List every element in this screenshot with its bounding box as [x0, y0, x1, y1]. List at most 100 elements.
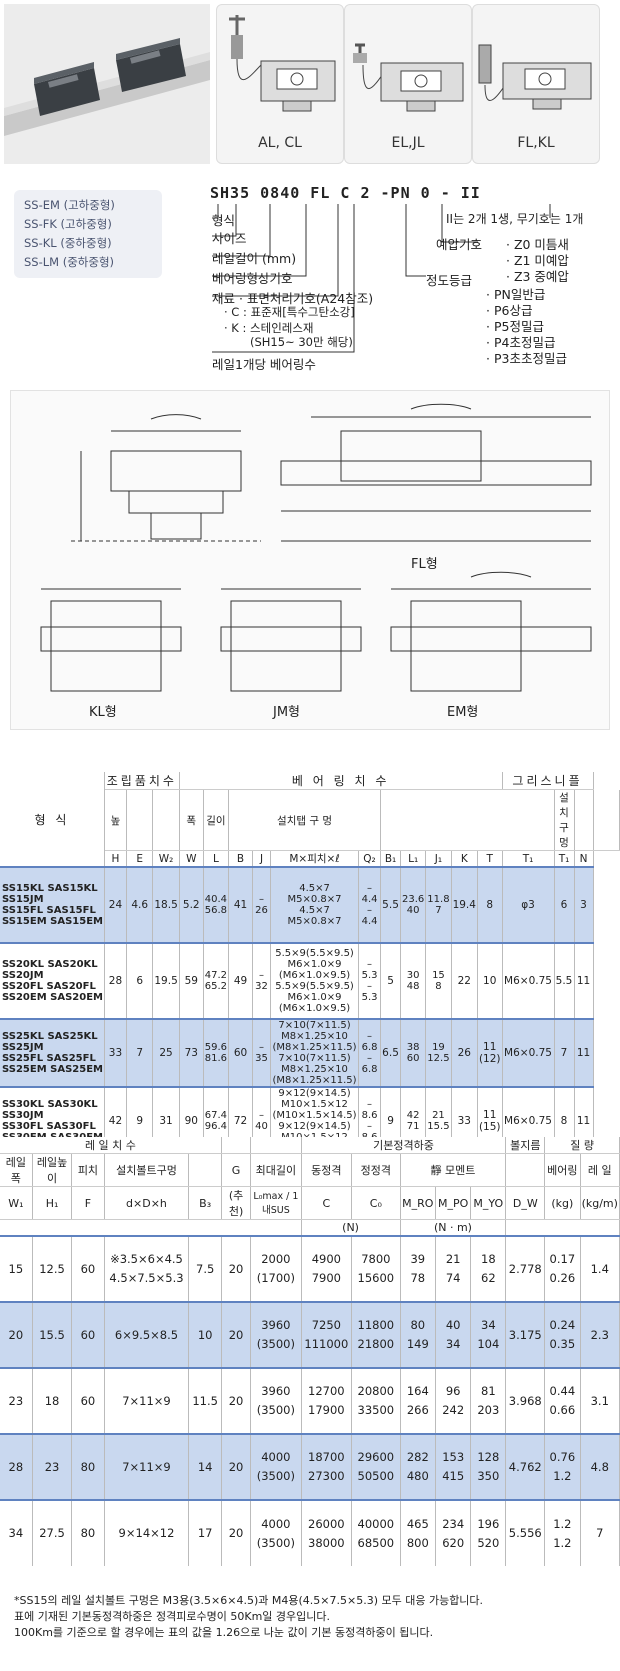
cell-line: 128 [477, 1450, 500, 1464]
cell-line: 40000 [357, 1516, 395, 1531]
cell-b3: 10 [188, 1300, 222, 1368]
cell-line: 4000 [261, 1516, 291, 1531]
cell-mass-rail: 3.1 [580, 1366, 620, 1434]
cell-bolt: 9×14×12 [104, 1498, 190, 1566]
cell-line: SS30KL SAS30KL [2, 1099, 98, 1110]
cell-line: – [367, 1053, 373, 1064]
product-photo [4, 4, 210, 164]
cell-line: 8 [435, 981, 442, 992]
cell-line: 96.4 [204, 1121, 228, 1132]
cell-line: 32 [255, 981, 268, 992]
cell-line: 47.2 [204, 970, 228, 981]
cell-line: 104 [477, 1337, 500, 1351]
cell-line: 4900 [311, 1252, 341, 1266]
cell-line: 40 [406, 905, 420, 916]
cell-line: 465 [406, 1516, 429, 1531]
cell-w: 5.2 [179, 866, 204, 943]
cell-line: 67.4 [204, 1110, 228, 1121]
cell-w: 59 [179, 942, 204, 1019]
cell-f: 80 [71, 1432, 105, 1500]
cell-e: 4.6 [126, 866, 154, 943]
code-label: 레일길이 (mm) [212, 251, 297, 266]
cell-hole: φ3 [502, 866, 555, 943]
cell-line: (M10×1.5×14.5) [272, 1110, 357, 1121]
cell-t: 8 [477, 866, 503, 943]
cell-g: 20 [221, 1234, 252, 1302]
cell-line: 266 [406, 1403, 429, 1417]
cell-line: 30 [406, 970, 420, 981]
cell-line: 5.5×9(5.5×9.5) [275, 981, 354, 992]
cell-line: 18700 [308, 1450, 345, 1464]
cell-line: 0.76 [549, 1450, 576, 1464]
cell-line: – [367, 1121, 373, 1132]
cell-line: SS20FL SAS20FL [2, 981, 96, 992]
cell-line: 35 [255, 1053, 268, 1064]
code-label: · C : 표준재[특수그탄소강] [224, 305, 355, 319]
th2b: M_YO [470, 1186, 507, 1220]
cell-line: 15 [432, 970, 445, 981]
cell-t1: 5.5 [554, 942, 575, 1019]
cell-line: 21800 [357, 1337, 395, 1351]
cell-line: 34 [481, 1318, 496, 1332]
cell-line: (3500) [256, 1403, 295, 1417]
cell-line: 5.3 [361, 992, 378, 1003]
cell-h1: 12.5 [32, 1234, 73, 1302]
cell-bolt: 7×11×9 [104, 1366, 190, 1434]
cell-line: 74 [445, 1271, 461, 1285]
th2b: (추천) [221, 1186, 252, 1220]
cell-line: 48 [406, 981, 420, 992]
code-label: 레일1개당 베어링수 [212, 357, 316, 372]
cell-line: 5.5×9(5.5×9.5) [275, 948, 354, 959]
th-height: 높 [104, 789, 127, 851]
cell-line: 7 [435, 905, 442, 916]
cell-mass-rail: 1.4 [580, 1234, 620, 1302]
th2: 베어링 [544, 1153, 581, 1187]
th-col: J [252, 850, 272, 868]
accuracy-item: · P6상급 [486, 303, 533, 318]
cell-line: 3960 [261, 1318, 291, 1332]
cell-line: SS25JM [2, 1042, 44, 1053]
th-col: W₂ [152, 850, 180, 868]
cell-line: 242 [442, 1403, 465, 1417]
th-col: L₁ [400, 850, 427, 868]
th-col: B₁ [380, 850, 402, 868]
cell-line: 27300 [308, 1469, 345, 1483]
cell-line: M10×1.5×12 [281, 1099, 348, 1110]
cell-q2: –4.4–4.4 [358, 866, 382, 943]
cell-line: 26000 [308, 1516, 345, 1531]
drawing-label-jm: JM형 [273, 705, 301, 720]
cell-t: 11 (12) [477, 1018, 503, 1087]
th-rail: 레 일 치 수 [0, 1137, 222, 1154]
cell-line: M5×0.8×7 [287, 894, 342, 905]
cell-line: 149 [406, 1337, 429, 1351]
cell-w1: 15 [0, 1234, 33, 1302]
cell-line: 78 [410, 1271, 426, 1285]
th-col: H [104, 850, 127, 868]
cell-lmax: 4000(3500) [250, 1498, 302, 1566]
cell-f: 80 [71, 1498, 105, 1566]
cell-h: 24 [104, 866, 127, 943]
cell-line: 8.6 [361, 1110, 378, 1121]
cell-j: –26 [252, 866, 272, 943]
code-label: 사이즈 [212, 231, 247, 246]
units-nm: (N · m) [400, 1219, 507, 1236]
th2b: W₁ [0, 1186, 33, 1220]
cell-line: – [367, 1099, 373, 1110]
th2: 피치 [71, 1153, 105, 1187]
units-n: (N) [301, 1219, 401, 1236]
cell-line: 7×10(7×11.5) [278, 1020, 351, 1031]
rail-dimension-table: 레 일 치 수 기본정격하중 볼지름 질 량 레일폭 레일높이 피치 설치볼트구… [0, 1137, 620, 1566]
cell-line: SS25KL SAS25KL [2, 1031, 98, 1042]
drawing-label-em: EM형 [447, 705, 479, 720]
